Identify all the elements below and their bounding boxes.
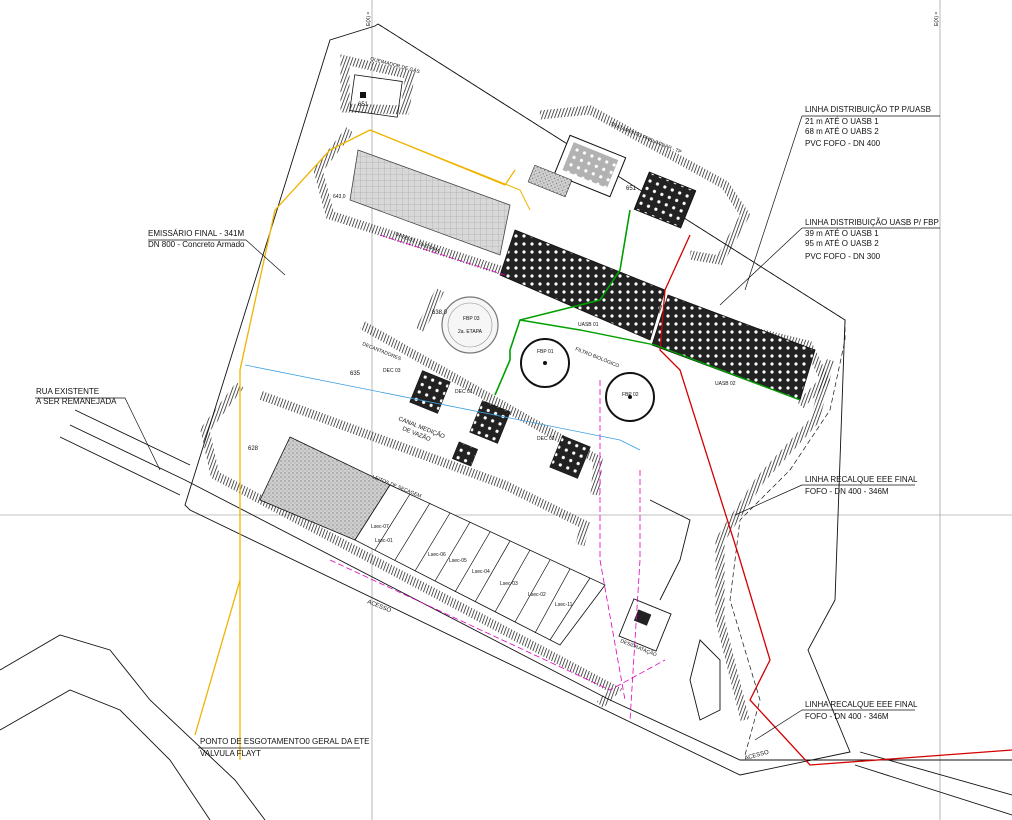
uasb-03 bbox=[349, 149, 511, 256]
label-lsec-04: Lsec-04 bbox=[472, 569, 490, 575]
callout-ponto-line1: PONTO DE ESGOTAMENTO0 GERAL DA ETE bbox=[200, 737, 370, 746]
uasb-01 bbox=[499, 229, 666, 341]
fbp-03 bbox=[441, 296, 499, 354]
callout-tp-uasb-line2: 68 m ATÉ O UABS 2 bbox=[805, 127, 879, 136]
callout-uasb-fbp-line2: 95 m ATÉ O UASB 2 bbox=[805, 239, 879, 248]
grid-label-right: E(X) = bbox=[934, 12, 940, 26]
callout-ponto-line2: VALVULA FLAYT bbox=[200, 749, 261, 758]
callout-ponto: PONTO DE ESGOTAMENTO0 GERAL DA ETE VALVU… bbox=[200, 737, 370, 758]
callout-recalque-1-title: LINHA RECALQUE EEE FINAL bbox=[805, 475, 918, 484]
callout-emissario-spec: DN 800 - Concreto Armado bbox=[148, 240, 245, 249]
callout-tp-uasb-title: LINHA DISTRIBUIÇÃO TP P/UASB bbox=[805, 105, 931, 114]
fbp-02 bbox=[605, 372, 655, 422]
label-fbp-03-sub: 2a. ETAPA bbox=[458, 329, 483, 335]
label-fbp-02: FBP 02 bbox=[622, 392, 639, 398]
label-fbp-01: FBP 01 bbox=[537, 349, 554, 355]
callout-rua-line2: A SER REMANEJADA bbox=[36, 397, 117, 406]
callout-recalque-1-spec: FOFO - DN 400 - 346M bbox=[805, 487, 889, 496]
callout-rua: RUA EXISTENTE A SER REMANEJADA bbox=[36, 387, 117, 406]
fbp-01 bbox=[520, 338, 570, 388]
callout-emissario-title: EMISSÁRIO FINAL - 341M bbox=[148, 229, 245, 238]
tp-building bbox=[527, 134, 697, 229]
label-lsec-03: Lsec-03 bbox=[500, 581, 518, 587]
label-fbp-03: FBP 03 bbox=[463, 316, 480, 322]
callout-recalque-1: LINHA RECALQUE EEE FINAL FOFO - DN 400 -… bbox=[805, 475, 918, 496]
label-lsec-02: Lsec-02 bbox=[528, 592, 546, 598]
label-lsec-06: Lsec-06 bbox=[428, 552, 446, 558]
label-lsec-01: Lsec-01 bbox=[375, 538, 393, 544]
callout-emissario: EMISSÁRIO FINAL - 341M DN 800 - Concreto… bbox=[148, 229, 245, 249]
grid-label-left: E(X) = bbox=[366, 12, 372, 26]
label-elev-643: 643,0 bbox=[333, 194, 346, 200]
label-tratamento: TRATAMENTO PRELIMINAR - TP bbox=[609, 121, 683, 155]
label-lsec-11: Lsec-11 bbox=[555, 602, 573, 608]
label-elev-635: 635 bbox=[350, 371, 361, 377]
label-elev-638: 638,0 bbox=[432, 310, 448, 316]
callout-linha-tp-uasb: LINHA DISTRIBUIÇÃO TP P/UASB 21 m ATÉ O … bbox=[805, 105, 931, 148]
dewatering-building bbox=[618, 598, 672, 652]
label-dec-02: DEC 02 bbox=[537, 436, 555, 442]
label-uasb-03: UASB 03 - 2a ETAPA bbox=[394, 231, 441, 255]
label-filtro: FILTRO BIOLÓGICO bbox=[574, 345, 620, 369]
label-dec-01: DEC 01 bbox=[455, 389, 473, 395]
callout-recalque-2-title: LINHA RECALQUE EEE FINAL bbox=[805, 700, 918, 709]
label-elev-651-a: 651 bbox=[358, 102, 369, 108]
decanters bbox=[409, 370, 591, 479]
callout-uasb-fbp-title: LINHA DISTRIBUIÇÃO UASB P/ FBP bbox=[805, 218, 939, 227]
callout-uasb-fbp-spec: PVC FOFO - DN 300 bbox=[805, 252, 881, 261]
embankment-hatching bbox=[200, 54, 835, 722]
label-elev-628: 628 bbox=[248, 446, 259, 452]
label-elev-651-b: 651 bbox=[626, 186, 637, 192]
callout-uasb-fbp-line1: 39 m ATÉ O UASB 1 bbox=[805, 229, 879, 238]
callout-leaders bbox=[35, 115, 940, 749]
label-uasb-02: UASB 02 bbox=[715, 381, 736, 387]
label-lsec-05: Lsec-05 bbox=[449, 558, 467, 564]
pipelines bbox=[194, 129, 1012, 766]
callout-tp-uasb-line1: 21 m ATÉ O UASB 1 bbox=[805, 117, 879, 126]
gas-flare bbox=[349, 74, 403, 118]
callout-tp-uasb-spec: PVC FOFO - DN 400 bbox=[805, 139, 881, 148]
label-lsec-07: Lsec-07 bbox=[371, 524, 389, 530]
callout-recalque-2: LINHA RECALQUE EEE FINAL FOFO - DN 400 -… bbox=[805, 700, 918, 721]
label-dec-03: DEC 03 bbox=[383, 368, 401, 374]
callout-recalque-2-spec: FOFO - DN 400 - 346M bbox=[805, 712, 889, 721]
drying-beds bbox=[259, 436, 606, 646]
label-uasb-01: UASB 01 bbox=[578, 322, 599, 328]
site-boundary bbox=[184, 23, 851, 776]
callout-linha-uasb-fbp: LINHA DISTRIBUIÇÃO UASB P/ FBP 39 m ATÉ … bbox=[805, 218, 939, 261]
callout-rua-line1: RUA EXISTENTE bbox=[36, 387, 99, 396]
